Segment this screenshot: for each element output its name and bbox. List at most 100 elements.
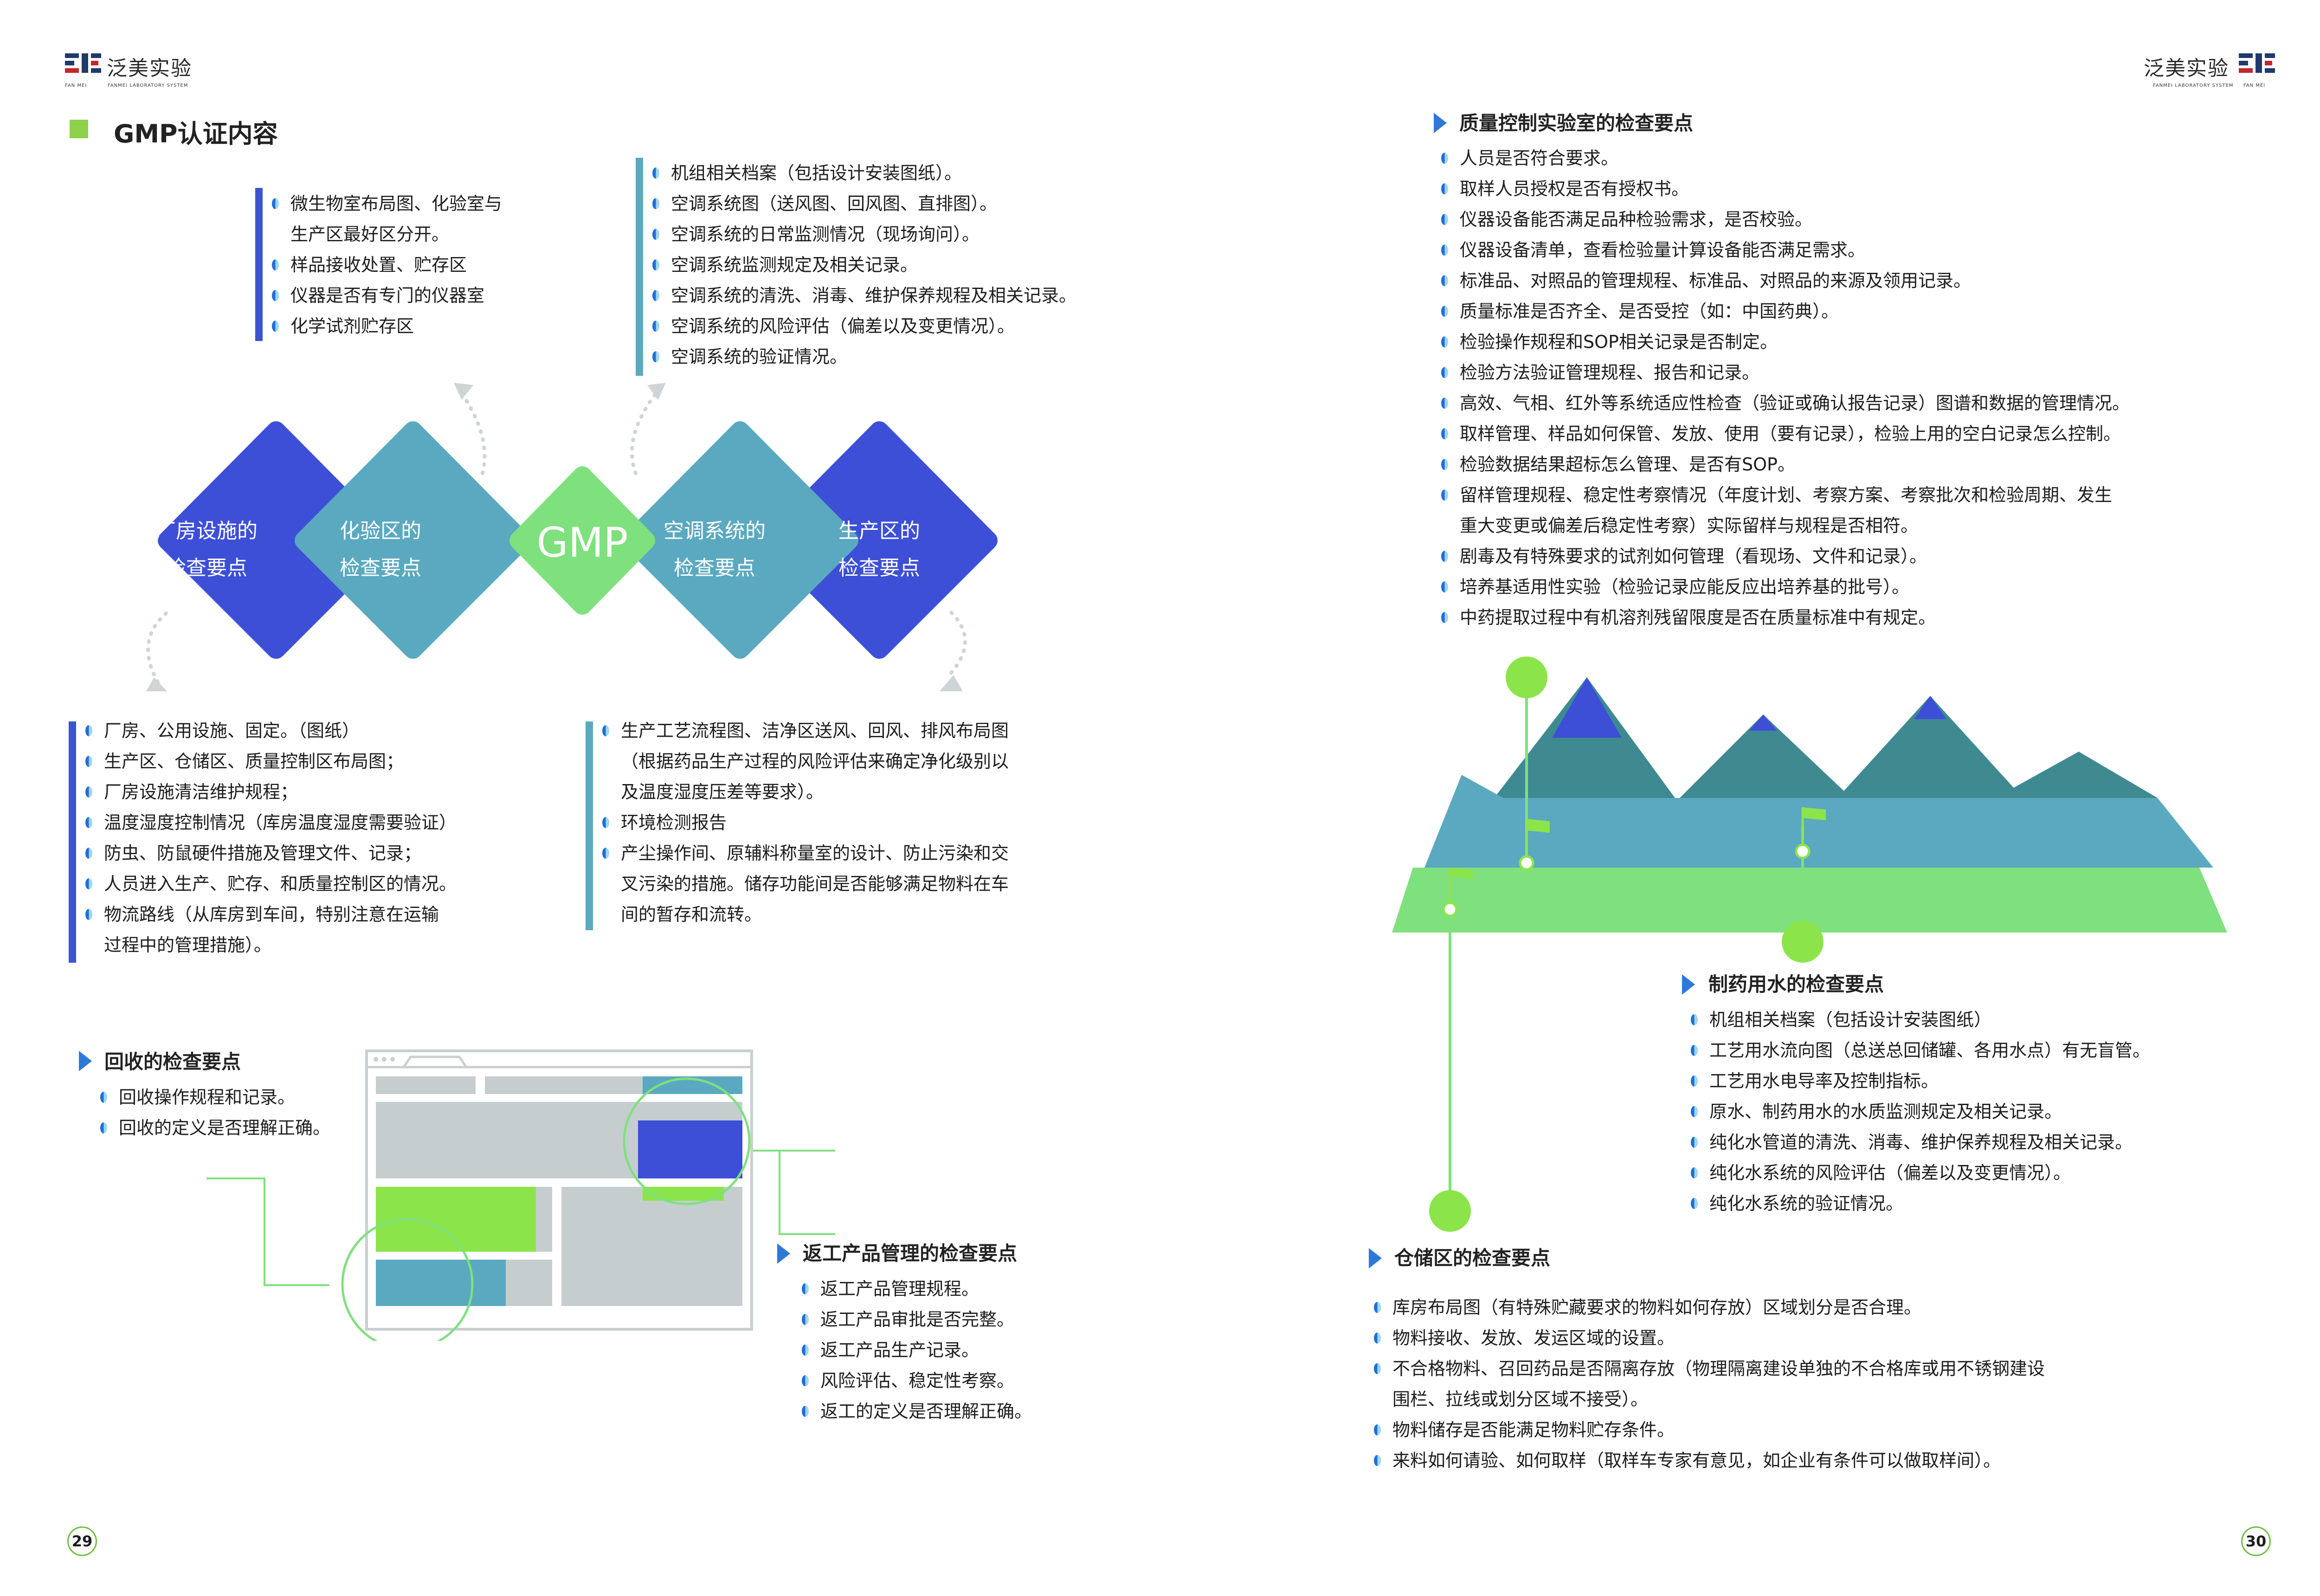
brand-sub-system-right: FANMEI LABORATORY SYSTEM — [2153, 83, 2234, 88]
page-title: GMP认证内容 — [114, 119, 278, 148]
list-item: 厂房设施清洁维护规程； — [78, 777, 457, 807]
list-item: 及温度湿度压差等要求）。 — [621, 782, 824, 802]
list-item: 标准品、对照品的管理规程、标准品、对照品的来源及领用记录。 — [1434, 265, 2130, 296]
brand-sub-left: FAN MEI — [65, 83, 87, 88]
water-heading: 制药用水的检查要点 — [1708, 973, 1884, 996]
list-item: 返工产品审批是否完整。 — [794, 1304, 1032, 1335]
list-item: 回收的定义是否理解正确。 — [93, 1113, 330, 1143]
arrow-head-icon — [454, 383, 473, 400]
list-item: 机组相关档案（包括设计安装图纸）。 — [645, 158, 1076, 188]
brand-sub-right: FAN MEI — [2243, 83, 2266, 88]
heading-arrow-icon — [1369, 1248, 1382, 1268]
list-item: 风险评估、稳定性考察。 — [794, 1365, 1032, 1396]
qc-list: 人员是否符合要求。 取样人员授权是否有授权书。 仪器设备能否满足品种检验需求，是… — [1434, 143, 2130, 633]
diamond-gmp — [509, 466, 655, 615]
list-item: 空调系统监测规定及相关记录。 — [645, 250, 1076, 280]
brand-header-right: 泛美实验 FANMEI LABORATORY SYSTEM FAN MEI — [2144, 49, 2292, 90]
list-item: 纯化水系统的验证情况。 — [1683, 1188, 2150, 1219]
list-item: 检验方法验证管理规程、报告和记录。 — [1434, 357, 2130, 388]
list-item: 取样管理、样品如何保管、发放、使用（要有记录），检验上用的空白记录怎么控制。 — [1434, 418, 2130, 449]
arrow-head-icon — [940, 675, 963, 691]
list-item: 仪器设备清单，查看检验量计算设备能否满足需求。 — [1434, 235, 2130, 265]
fanmei-logo-icon — [65, 53, 101, 73]
list-item: 来料如何请验、如何取样（取样车专家有意见，如企业有条件可以做取样间）。 — [1366, 1445, 2045, 1476]
list-item: 培养基适用性实验（检验记录应能反应出培养基的批号）。 — [1434, 572, 2130, 602]
qc-heading: 质量控制实验室的检查要点 — [1459, 112, 1694, 135]
list-item: 生产区、仓储区、质量控制区布局图； — [78, 746, 457, 777]
hvac-list: 机组相关档案（包括设计安装图纸）。 空调系统图（送风图、回风图、直排图）。 空调… — [645, 158, 1076, 372]
list-item: 取样人员授权是否有授权书。 — [1434, 174, 2130, 204]
list-item: 中药提取过程中有机溶剂残留限度是否在质量标准中有规定。 — [1434, 602, 2130, 633]
list-item: 围栏、拉线或划分区域不接受）。 — [1392, 1389, 1649, 1409]
list-item: 返工产品管理规程。 — [794, 1274, 1032, 1304]
water-list: 机组相关档案（包括设计安装图纸） 工艺用水流向图（总送总回储罐、各用水点）有无盲… — [1683, 1004, 2150, 1219]
list-item: （根据药品生产过程的风险评估来确定净化级别以 — [621, 751, 1009, 772]
list-item: 温度湿度控制情况（库房温度湿度需要验证） — [78, 807, 457, 838]
list-item: 检验数据结果超标怎么管理、是否有SOP。 — [1434, 449, 2130, 480]
list-item: 产尘操作间、原辅料称量室的设计、防止污染和交 — [595, 838, 1009, 869]
list-item: 人员是否符合要求。 — [1434, 143, 2130, 174]
list-item: 返工产品生产记录。 — [794, 1335, 1032, 1365]
recycle-list: 回收操作规程和记录。 回收的定义是否理解正确。 — [93, 1082, 330, 1143]
list-item: 质量标准是否齐全、是否受控（如：中国药典）。 — [1434, 296, 2130, 327]
list-item: 工艺用水电导率及控制指标。 — [1683, 1066, 2150, 1096]
list-item: 厂房、公用设施、固定。（图纸） — [78, 715, 457, 746]
brand-sub-system: FANMEI LABORATORY SYSTEM — [108, 83, 188, 88]
storage-list: 库房布局图（有特殊贮藏要求的物料如何存放）区域划分是否合理。 物料接收、发放、发… — [1366, 1292, 2045, 1476]
diamond-production-label: 生产区的检查要点 — [838, 519, 920, 580]
lab-area-list: 微生物室布局图、化验室与 生产区最好区分开。 样品接收处置、贮存区 仪器是否有专… — [264, 188, 502, 341]
diamond-lab-label: 化验区的检查要点 — [340, 519, 421, 580]
list-item: 物料接收、发放、发运区域的设置。 — [1366, 1323, 2045, 1353]
list-item: 库房布局图（有特殊贮藏要求的物料如何存放）区域划分是否合理。 — [1366, 1292, 2045, 1323]
list-item: 回收操作规程和记录。 — [93, 1082, 330, 1113]
list-bar — [255, 188, 263, 341]
list-item: 工艺用水流向图（总送总回储罐、各用水点）有无盲管。 — [1683, 1035, 2150, 1066]
list-item: 人员进入生产、贮存、和质量控制区的情况。 — [78, 869, 457, 899]
diamond-facility-label: 厂房设施的检查要点 — [155, 519, 258, 580]
mountain-illustration — [1392, 656, 2227, 1232]
title-square-icon — [70, 120, 88, 138]
brand-name: 泛美实验 — [107, 57, 192, 80]
marker-circle-icon — [1782, 921, 1824, 963]
production-list: 生产工艺流程图、洁净区送风、回风、排风布局图 （根据药品生产过程的风险评估来确定… — [595, 715, 1009, 930]
list-item: 化学试剂贮存区 — [264, 311, 502, 341]
page-number-left: 29 — [67, 1526, 97, 1556]
storage-heading: 仓储区的检查要点 — [1394, 1247, 1551, 1269]
heading-arrow-icon — [1682, 974, 1695, 995]
list-item: 样品接收处置、贮存区 — [264, 250, 502, 280]
list-item: 空调系统的验证情况。 — [645, 341, 1076, 372]
list-item: 物料储存是否能满足物料贮存条件。 — [1366, 1415, 2045, 1445]
list-bar — [636, 158, 643, 376]
arrow-head-icon — [146, 677, 167, 691]
fanmei-logo-icon-right — [2239, 53, 2275, 73]
list-item: 不合格物料、召回药品是否隔离存放（物理隔离建设单独的不合格库或用不锈钢建设 — [1366, 1353, 2045, 1384]
list-item: 剧毒及有特殊要求的试剂如何管理（看现场、文件和记录）。 — [1434, 541, 2130, 572]
list-item: 检验操作规程和SOP相关记录是否制定。 — [1434, 327, 2130, 357]
list-item: 返工的定义是否理解正确。 — [794, 1396, 1032, 1427]
heading-arrow-icon — [1434, 113, 1447, 133]
marker-circle-icon — [1429, 1190, 1471, 1232]
page-number-right: 30 — [2241, 1526, 2271, 1556]
list-item: 重大变更或偏差后稳定性考察）实际留样与规程是否相符。 — [1460, 515, 1919, 536]
list-item: 纯化水管道的清洗、消毒、维护保养规程及相关记录。 — [1683, 1127, 2150, 1158]
list-item: 过程中的管理措施）。 — [104, 935, 272, 955]
marker-circle-icon — [1506, 656, 1547, 698]
list-item: 空调系统的日常监测情况（现场询问）。 — [645, 219, 1076, 250]
browser-illustration — [206, 1049, 835, 1341]
list-item: 环境检测报告 — [595, 807, 1009, 838]
list-item: 间的暂存和流转。 — [621, 904, 762, 925]
list-bar — [69, 721, 76, 963]
list-item: 微生物室布局图、化验室与 — [264, 188, 502, 219]
list-item: 原水、制药用水的水质监测规定及相关记录。 — [1683, 1096, 2150, 1127]
list-item: 物流路线（从库房到车间，特别注意在运输 — [78, 899, 457, 930]
list-item: 纯化水系统的风险评估（偏差以及变更情况）。 — [1683, 1158, 2150, 1188]
diamond-hvac-label: 空调系统的检查要点 — [664, 519, 766, 580]
list-item: 机组相关档案（包括设计安装图纸） — [1683, 1004, 2150, 1035]
brand-header-left: 泛美实验 FAN MEI FANMEI LABORATORY SYSTEM — [65, 49, 213, 90]
facility-list: 厂房、公用设施、固定。（图纸） 生产区、仓储区、质量控制区布局图； 厂房设施清洁… — [78, 715, 457, 960]
list-item: 留样管理规程、稳定性考察情况（年度计划、考察方案、考察批次和检验周期、发生 — [1434, 480, 2130, 510]
gmp-diamond-diagram — [146, 383, 998, 691]
recycle-heading: 回收的检查要点 — [104, 1050, 241, 1073]
list-item: 高效、气相、红外等系统适应性检查（验证或确认报告记录）图谱和数据的管理情况。 — [1434, 388, 2130, 418]
list-item: 仪器设备能否满足品种检验需求，是否校验。 — [1434, 204, 2130, 235]
